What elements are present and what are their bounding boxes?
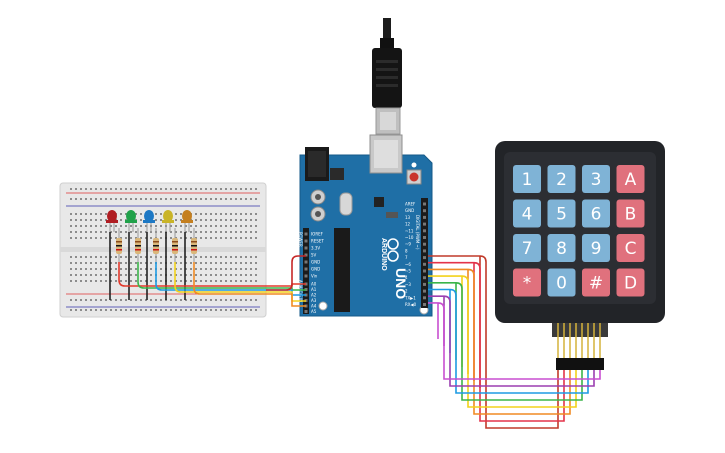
wire-led-4[interactable]	[193, 262, 306, 307]
digital-pin-label: RX◀0	[405, 302, 417, 307]
led-1[interactable]	[126, 210, 136, 222]
header-digital: DIGITAL (PWM ~)	[415, 215, 420, 250]
key-d[interactable]: D	[616, 268, 645, 297]
key-star[interactable]: *	[513, 268, 541, 297]
svg-text:5: 5	[556, 205, 567, 225]
svg-text:D: D	[624, 274, 637, 294]
key-5[interactable]: 5	[547, 199, 576, 228]
key-hash[interactable]: #	[582, 268, 610, 297]
analog-pin-label: A3	[311, 298, 317, 303]
digital-pin-label: 2	[405, 289, 408, 294]
digital-pin-label: ~5	[405, 269, 411, 274]
digital-pin-label: 13	[405, 215, 411, 220]
power-pin-label: 5V	[311, 253, 317, 258]
power-pin-label: 3.3V	[311, 246, 320, 251]
svg-text:0: 0	[556, 274, 567, 294]
key-8[interactable]: 8	[547, 234, 576, 262]
analog-pin-label: A4	[311, 304, 317, 309]
digital-pin-label: 12	[405, 222, 411, 227]
svg-text:4: 4	[522, 205, 533, 225]
key-b[interactable]: B	[616, 199, 645, 228]
svg-text:1: 1	[522, 170, 533, 190]
power-pin-label: IOREF	[311, 232, 324, 237]
svg-text:3: 3	[591, 170, 602, 190]
led-0[interactable]	[107, 210, 117, 222]
key-9[interactable]: 9	[582, 234, 610, 262]
led-4[interactable]	[182, 210, 192, 222]
key-2[interactable]: 2	[547, 165, 576, 193]
digital-pin-label: 8	[405, 248, 408, 253]
svg-text:C: C	[625, 239, 637, 259]
analog-pin-label: A1	[311, 287, 317, 292]
wire-power[interactable]	[266, 255, 306, 291]
analog-pin-label: A5	[311, 309, 317, 314]
keypad-4x4[interactable]: 1 2 3 A 4 5 6 B 7 8 9 C * 0 # D	[495, 141, 665, 370]
digital-pin-label: ~10	[405, 235, 414, 240]
key-3[interactable]: 3	[582, 165, 610, 193]
digital-pin-label: GND	[405, 208, 414, 213]
wire-led-3[interactable]	[174, 262, 306, 302]
key-c[interactable]: C	[616, 234, 645, 262]
power-pin-label: Vin	[311, 274, 318, 279]
digital-pin-label: 7	[405, 255, 408, 260]
svg-text:8: 8	[556, 239, 567, 259]
wire-led-1[interactable]	[137, 262, 306, 291]
led-2[interactable]	[144, 210, 154, 222]
digital-pin-label: 4	[405, 275, 408, 280]
svg-text:#: #	[589, 274, 603, 294]
led-group	[106, 210, 197, 300]
usb-cable[interactable]	[372, 18, 402, 135]
arduino-uno-board[interactable]: AREFGND1312~11~10~987~6~54~32TX▶1RX◀0IOR…	[298, 134, 433, 317]
svg-text:A: A	[625, 170, 637, 190]
digital-pin-label: ~6	[405, 262, 411, 267]
arduino-logo	[387, 238, 399, 262]
svg-text:6: 6	[591, 205, 602, 225]
power-pin-label: RESET	[311, 239, 324, 244]
key-a[interactable]: A	[616, 165, 645, 193]
svg-text:*: *	[523, 274, 532, 294]
wire-led-0[interactable]	[118, 262, 306, 287]
digital-pin-label: AREF	[405, 202, 416, 207]
header-analog: ANALOG IN	[298, 280, 303, 302]
svg-text:9: 9	[591, 239, 602, 259]
board-model: UNO	[393, 268, 409, 299]
power-pin-label: GND	[311, 267, 320, 272]
key-4[interactable]: 4	[513, 199, 541, 228]
led-wires[interactable]	[118, 255, 306, 307]
wire-led-2[interactable]	[155, 262, 306, 296]
breadboard[interactable]	[59, 182, 267, 318]
header-power: POWER	[298, 232, 303, 247]
power-pin-label: GND	[311, 260, 320, 265]
svg-text:2: 2	[556, 170, 567, 190]
analog-pin-label: A2	[311, 293, 317, 298]
keypad-keys: 1 2 3 A 4 5 6 B 7 8 9 C * 0 # D	[513, 165, 645, 297]
digital-pin-label: ~9	[405, 242, 411, 247]
key-7[interactable]: 7	[513, 234, 541, 262]
digital-pin-label: TX▶1	[404, 295, 416, 300]
key-6[interactable]: 6	[582, 199, 610, 228]
wire-keypad-7[interactable]	[428, 302, 601, 380]
svg-text:7: 7	[522, 239, 533, 259]
digital-pin-label: ~3	[405, 282, 411, 287]
analog-pin-label: A0	[311, 282, 317, 287]
digital-pin-label: ~11	[405, 228, 414, 233]
board-brand: ARDUINO	[380, 238, 387, 271]
svg-text:B: B	[625, 205, 637, 225]
key-0[interactable]: 0	[547, 268, 576, 297]
led-3[interactable]	[163, 210, 173, 222]
key-1[interactable]: 1	[513, 165, 541, 193]
keypad-wires[interactable]	[428, 255, 601, 429]
